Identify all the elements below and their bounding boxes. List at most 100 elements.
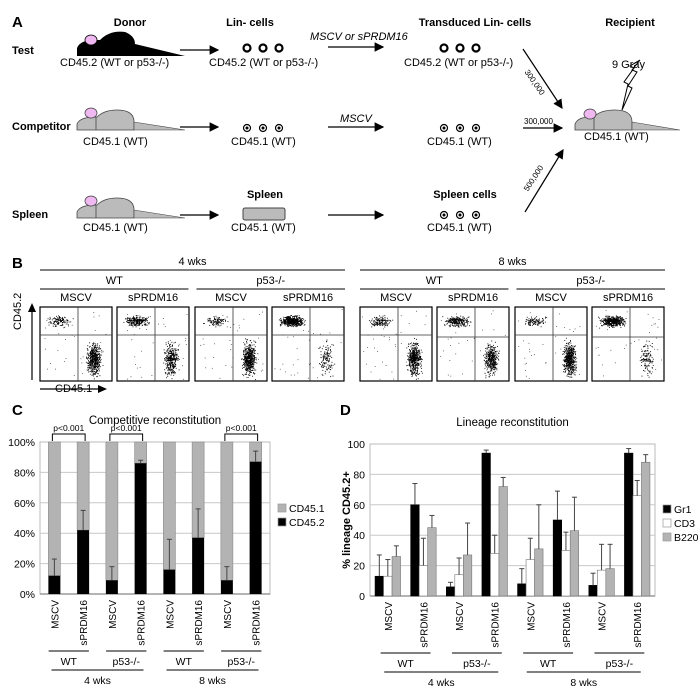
event-dot: [250, 361, 252, 363]
event-dot: [163, 349, 165, 351]
event-dot: [566, 351, 568, 353]
event-dot: [91, 369, 93, 371]
event-dot: [94, 361, 96, 363]
event-dot: [413, 372, 415, 374]
event-dot: [545, 362, 547, 364]
event-dot: [247, 358, 249, 360]
event-dot: [408, 344, 410, 346]
event-dot: [144, 318, 146, 319]
event-dot: [296, 318, 298, 320]
event-dot: [140, 319, 142, 321]
event-dot: [213, 322, 215, 324]
event-dot: [323, 359, 324, 361]
event-dot: [252, 362, 254, 364]
event-dot: [568, 344, 570, 346]
event-dot: [324, 366, 326, 367]
event-dot: [488, 354, 490, 355]
event-dot: [491, 354, 493, 356]
event-dot: [173, 359, 175, 361]
event-dot: [217, 322, 218, 324]
event-dot: [282, 318, 284, 320]
event-dot: [253, 372, 255, 374]
event-dot: [133, 321, 135, 323]
event-dot: [247, 366, 249, 368]
event-dot: [221, 322, 223, 324]
event-dot: [412, 359, 414, 361]
event-dot: [130, 322, 132, 324]
event-dot: [254, 361, 256, 363]
event-dot: [382, 323, 383, 324]
event-dot: [492, 355, 493, 357]
event-dot: [248, 353, 250, 355]
event-dot: [300, 322, 302, 324]
event-dot: [170, 359, 172, 360]
event-dot: [458, 318, 460, 320]
event-dot: [93, 359, 95, 361]
event-dot: [383, 324, 385, 326]
event-dot: [215, 320, 217, 322]
event-dot: [455, 325, 457, 327]
event-dot: [565, 356, 566, 358]
event-dot: [562, 359, 564, 361]
event-dot: [166, 358, 168, 360]
event-dot: [568, 366, 570, 368]
event-dot: [54, 323, 56, 325]
event-dot: [295, 326, 297, 328]
event-dot: [251, 369, 253, 371]
event-dot: [248, 345, 250, 347]
event-dot: [563, 356, 565, 358]
event-dot: [454, 322, 456, 324]
event-dot: [329, 346, 331, 348]
event-dot: [97, 358, 98, 360]
event-dot: [53, 322, 55, 324]
event-dot: [252, 364, 254, 365]
event-dot: [382, 318, 384, 319]
event-dot: [208, 320, 210, 322]
event-dot: [419, 359, 421, 360]
event-dot: [572, 352, 574, 354]
event-dot: [490, 346, 492, 348]
event-dot: [529, 324, 531, 326]
event-dot: [464, 320, 465, 322]
event-dot: [465, 326, 467, 328]
event-dot: [169, 350, 171, 352]
event-dot: [567, 365, 569, 367]
event-dot: [284, 320, 286, 322]
event-dot: [55, 318, 57, 319]
event-dot: [172, 370, 174, 371]
event-dot: [96, 360, 98, 362]
event-dot: [451, 319, 453, 321]
event-dot: [418, 344, 419, 346]
event-dot: [123, 321, 125, 323]
event-dot: [95, 359, 97, 361]
event-dot: [92, 368, 93, 370]
event-dot: [309, 364, 310, 366]
event-dot: [94, 357, 96, 359]
event-dot: [411, 376, 413, 377]
event-dot: [90, 370, 92, 372]
event-dot: [456, 321, 458, 323]
event-dot: [567, 360, 569, 362]
event-dot: [565, 363, 567, 364]
event-dot: [325, 357, 327, 359]
event-dot: [215, 326, 217, 328]
event-dot: [373, 324, 375, 326]
event-dot: [454, 323, 455, 325]
event-dot: [56, 323, 58, 325]
event-dot: [287, 324, 288, 326]
event-dot: [559, 313, 560, 315]
event-dot: [99, 360, 101, 362]
event-dot: [98, 373, 99, 375]
event-dot: [540, 321, 542, 323]
event-dot: [91, 360, 93, 362]
event-dot: [411, 371, 413, 373]
event-dot: [296, 320, 298, 322]
event-dot: [217, 321, 219, 323]
event-dot: [164, 326, 166, 328]
event-dot: [325, 355, 327, 357]
event-dot: [327, 349, 329, 351]
event-dot: [148, 322, 150, 324]
event-dot: [87, 362, 89, 364]
event-dot: [486, 357, 488, 359]
event-dot: [571, 366, 572, 368]
